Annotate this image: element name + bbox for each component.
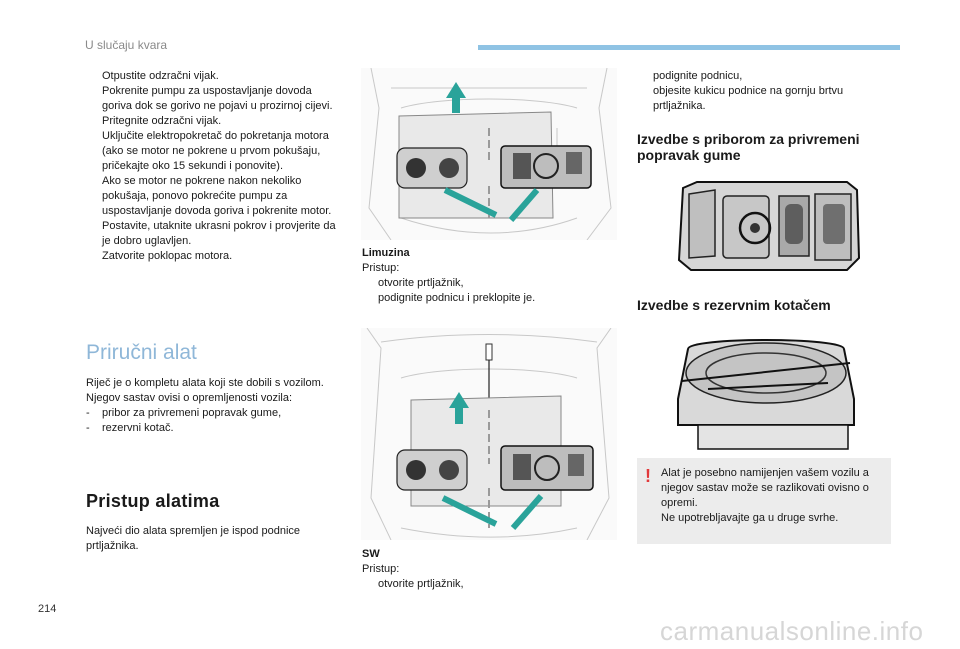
spare-wheel-tray-icon: [677, 339, 855, 450]
warning-icon: !: [645, 466, 651, 486]
access-text: Najveći dio alata spremljen je ispod pod…: [86, 525, 301, 552]
variant-label-limuzina: Limuzina: [362, 247, 410, 259]
step-item: Uključite elektropokretač do pokretanja …: [102, 130, 329, 172]
chapter-accent-bar: [478, 45, 900, 50]
list-item: pribor za privremeni popravak gume,: [86, 406, 336, 421]
limuzina-instructions: Limuzina Pristup: otvorite prtljažnik, p…: [362, 246, 612, 306]
access-label: Pristup:: [362, 563, 400, 575]
step-item: otvorite prtljažnik,: [378, 277, 464, 289]
step-item: podignite podnicu,: [653, 70, 743, 82]
trunk-illustration-sw: [361, 327, 617, 541]
tools-intro: Riječ je o kompletu alata koji ste dobil…: [86, 376, 336, 436]
procedure-steps: Otpustite odzračni vijak. Pokrenite pump…: [86, 69, 341, 264]
list-item: rezervni kotač.: [86, 421, 336, 436]
right-steps: podignite podnicu, objesite kukicu podni…: [637, 69, 892, 114]
spare-wheel-illustration: [668, 329, 864, 453]
warning-text: Alat je posebno namijenjen vašem vozilu …: [661, 467, 869, 524]
intro-line: Njegov sastav ovisi o opremljenosti vozi…: [86, 392, 293, 404]
trunk-open-floor-sw-icon: [366, 327, 612, 541]
step-item: Zatvorite poklopac motora.: [102, 250, 233, 262]
access-label: Pristup:: [362, 262, 400, 274]
section-title-tools: Priručni alat: [86, 341, 197, 364]
step-item: otvorite prtljažnik,: [378, 578, 464, 590]
step-item: Ako se motor ne pokrene nakon nekoliko p…: [102, 175, 332, 217]
repair-kit-illustration: [675, 180, 861, 276]
step-item: objesite kukicu podnice na gornju brtvu …: [653, 85, 844, 112]
step-item: Otpustite odzračni vijak.: [102, 70, 219, 82]
title-repair-kit: Izvedbe s priborom za privremeni poprava…: [637, 131, 860, 163]
warning-note: ! Alat je posebno namijenjen vašem vozil…: [637, 458, 891, 544]
variant-label-sw: SW: [362, 548, 380, 560]
watermark: carmanualsonline.info: [660, 616, 924, 646]
sw-instructions: SW Pristup: otvorite prtljažnik,: [362, 547, 612, 592]
intro-line: Riječ je o kompletu alata koji ste dobil…: [86, 377, 324, 389]
step-item: Postavite, utaknite ukrasni pokrov i pro…: [102, 220, 336, 247]
step-item: Pokrenite pumpu za uspostavljanje dovoda…: [102, 85, 333, 112]
chapter-title: U slučaju kvara: [85, 38, 168, 52]
page-number: 214: [38, 603, 57, 615]
section-title-access: Pristup alatima: [86, 491, 220, 511]
title-spare-wheel: Izvedbe s rezervnim kotačem: [637, 297, 831, 313]
trunk-illustration-limuzina: [361, 67, 617, 241]
step-item: podignite podnicu i preklopite je.: [378, 292, 536, 304]
trunk-open-floor-icon: [368, 67, 612, 241]
repair-kit-tray-icon: [677, 181, 861, 271]
step-item: Pritegnite odzračni vijak.: [102, 115, 222, 127]
